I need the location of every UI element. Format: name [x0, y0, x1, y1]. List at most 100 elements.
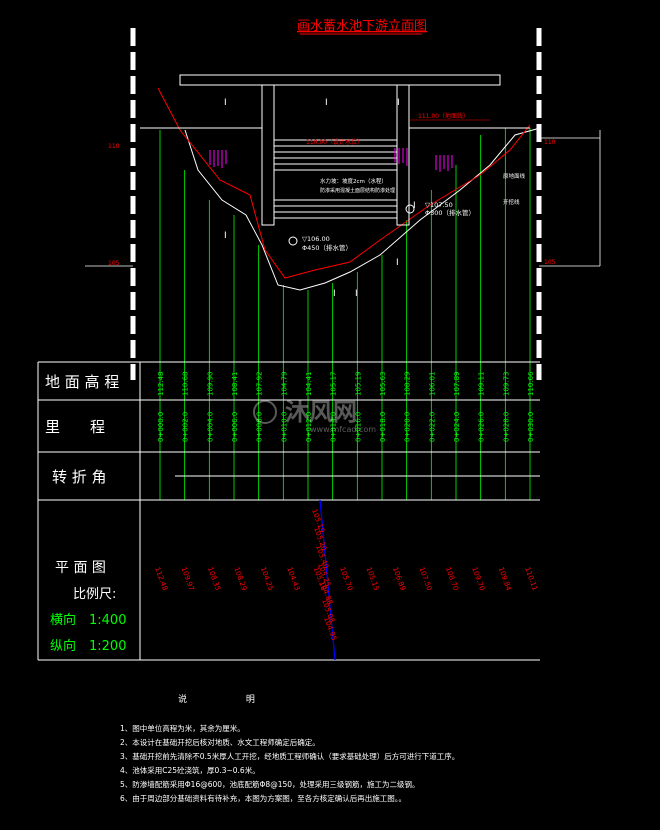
- elevation-value: 108.29: [404, 372, 412, 397]
- notes-list: 1、图中单位高程为米，其余为厘米。 2、本设计在基础开挖后核对地质、水文工程师确…: [120, 722, 640, 806]
- plan-value: 104.25: [259, 566, 275, 592]
- elevation-value: 104.41: [305, 372, 313, 397]
- plan-value: 109.70: [470, 566, 486, 592]
- section-marks: I I I I I I I I: [224, 98, 416, 299]
- chainage-value: 0+026.0: [478, 412, 486, 442]
- elevation-value: 105.63: [379, 372, 387, 397]
- section-mark: I: [224, 98, 227, 108]
- elevation-value: 109.73: [502, 371, 510, 396]
- vegetation-marks: [209, 148, 453, 172]
- elevation-value: 107.92: [256, 372, 264, 397]
- right-note-2: 开挖线: [503, 198, 520, 206]
- chainage-value: 0+028.0: [502, 412, 510, 442]
- section-mark: I: [397, 98, 400, 108]
- plan-center-line: [319, 499, 336, 661]
- chainage-value: 0+030.0: [527, 412, 535, 442]
- elevation-value: 109.90: [206, 372, 214, 397]
- note-item: 5、防渗墙配筋采用Φ16@600，池底配筋Φ8@150，处理采用三级钢筋，施工为…: [120, 780, 420, 789]
- pool-structure: [140, 74, 530, 246]
- chainage-value: 0+006.0: [231, 412, 239, 442]
- watermark-brand: 沐风网: [285, 398, 357, 426]
- ground-line-label: 111.00（地面线）: [418, 112, 469, 120]
- section-mark: I: [224, 231, 227, 241]
- pipe2-size: Φ450（排水管）: [302, 243, 352, 252]
- plan-value: 104.43: [285, 566, 301, 592]
- pipe1-size: Φ300（排水管）: [425, 208, 475, 217]
- plan-value: 112.48: [153, 566, 169, 592]
- notes-title: 说 明: [178, 695, 283, 705]
- section-mark: I: [396, 258, 399, 268]
- elevation-value: 105.19: [354, 372, 362, 397]
- section-mark: I: [325, 98, 328, 108]
- chainage-value: 0+012.0: [305, 412, 313, 442]
- watermark: 沐风网 www.mfcad.com: [253, 398, 376, 434]
- elevation-value: 104.79: [280, 372, 288, 397]
- watermark-url: www.mfcad.com: [310, 425, 376, 434]
- elevation-value: 110.68: [182, 372, 190, 397]
- right-elev-bottom: 105: [544, 259, 556, 266]
- chainage-value: 0+018.0: [379, 412, 387, 442]
- row-label-angle: 转 折 角: [52, 468, 107, 486]
- pipe2-level: ▽106.00: [302, 235, 330, 243]
- profile-table: [37, 361, 540, 661]
- plan-value: 110.11: [523, 566, 539, 592]
- note-item: 6、由于周边部分基础资料有待补充，本图为方案图，至各方核定确认后再出施工图。。: [120, 794, 407, 803]
- plan-value: 105.70: [338, 566, 354, 592]
- elevation-value: 108.41: [231, 372, 239, 397]
- frame-bars: [130, 28, 542, 380]
- elevation-values: 112.48 110.68 109.90 108.41 107.92 104.79 104.…: [157, 371, 535, 396]
- elevation-value: 106.01: [428, 372, 436, 397]
- center-note-2: 防渗采用混凝土面层结构防渗处理: [320, 187, 395, 194]
- left-elev-bottom: 105: [108, 260, 120, 267]
- plan-value: 108.35: [206, 566, 222, 592]
- note-item: 2、本设计在基础开挖后核对地质、水文工程师确定后确定。: [120, 738, 320, 747]
- note-item: 4、池体采用C25砼浇筑，厚0.3~0.6米。: [120, 766, 260, 775]
- chainage-value: 0+004.0: [206, 412, 214, 442]
- right-elev-top: 110: [544, 139, 556, 146]
- pipe1-level: ▽107.50: [425, 201, 453, 209]
- watermark-logo-icon: [253, 400, 277, 424]
- chainage-value: 0+010.0: [280, 412, 288, 442]
- original-ground-line: [184, 127, 541, 291]
- note-item: 3、基础开挖前先清除不0.5米厚人工开挖，经地质工程师确认（要求基础处理）后方可…: [120, 752, 460, 761]
- elevation-value: 110.66: [527, 371, 535, 396]
- excavation-line: [157, 87, 531, 279]
- left-elev-top: 110: [108, 143, 120, 150]
- plan-values: 112.48 109.97 108.35 108.29 104.25 104.43 105.…: [153, 566, 539, 592]
- section-mark: I: [413, 201, 416, 211]
- row-label-chainage: 里 程: [45, 418, 105, 436]
- chainage-value: 0+024.0: [453, 412, 461, 442]
- row-label-elevation: 地 面 高 程: [45, 373, 119, 391]
- chainage-value: 0+008.0: [256, 412, 264, 442]
- chainage-value: 0+014.0: [330, 412, 338, 442]
- plan-value: 108.70: [444, 566, 460, 592]
- chainage-value: 0+020.0: [404, 412, 412, 442]
- plan-value: 108.29: [232, 566, 248, 592]
- note-item: 1、图中单位高程为米，其余为厘米。: [120, 724, 245, 733]
- scale-horizontal: 横向 1:400: [50, 612, 126, 628]
- elevation-value: 109.11: [478, 372, 486, 397]
- pipe-circle-left: [288, 236, 298, 246]
- scale-vertical: 纵向 1:200: [50, 638, 126, 654]
- plan-value: 109.97: [180, 566, 196, 592]
- plan-value: 106.89: [391, 566, 407, 592]
- section-mark: I: [333, 289, 336, 299]
- design-level-label: 110.00（设计水位）: [306, 138, 363, 146]
- chainage-value: 0+016.0: [354, 412, 362, 442]
- pipe-circle-right: [405, 204, 415, 214]
- elevation-value: 105.17: [330, 372, 338, 397]
- drawing-title: 画水蓄水池下游立面图: [297, 19, 427, 34]
- plan-label: 平 面 图: [55, 560, 106, 576]
- elevation-value: 112.48: [157, 372, 165, 397]
- chainage-value: 0+022.0: [428, 412, 436, 442]
- plan-value: 107.50: [417, 566, 433, 592]
- center-note-1: 水力坡：坡度2cm（水程）: [320, 177, 387, 185]
- chainage-value: 0+002.0: [182, 412, 190, 442]
- elevation-value: 107.89: [453, 372, 461, 397]
- plan-value: 105.15: [365, 566, 381, 592]
- scale-label: 比例尺:: [73, 587, 116, 602]
- plan-value: 109.84: [497, 566, 513, 592]
- right-note-1: 原地面线: [503, 172, 526, 180]
